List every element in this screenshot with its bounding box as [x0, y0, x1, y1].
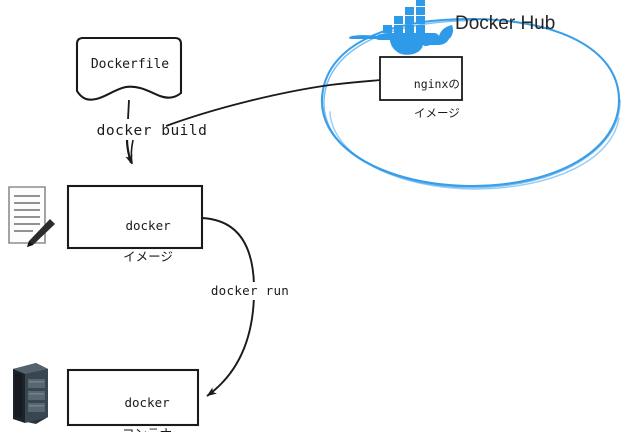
document-with-pen-icon — [8, 186, 55, 247]
edge-docker-build-arrow-tail — [130, 139, 134, 165]
edge-dockerfile-to-nginx-image — [165, 79, 382, 127]
docker-whale-logo — [349, 0, 453, 55]
docker-container-box — [66, 368, 200, 427]
docker-run-label-knockout — [198, 282, 302, 300]
nginx-image-box — [379, 56, 463, 101]
docker-image-box — [66, 184, 204, 250]
server-rack-icon — [13, 363, 48, 424]
edge-docker-build-arrow — [125, 139, 133, 164]
edge-docker-run — [201, 217, 255, 397]
edge-dockerfile-to-image-stem — [127, 99, 130, 120]
dockerfile-note-shape — [75, 36, 183, 101]
docker-hub-ellipse — [320, 17, 621, 190]
